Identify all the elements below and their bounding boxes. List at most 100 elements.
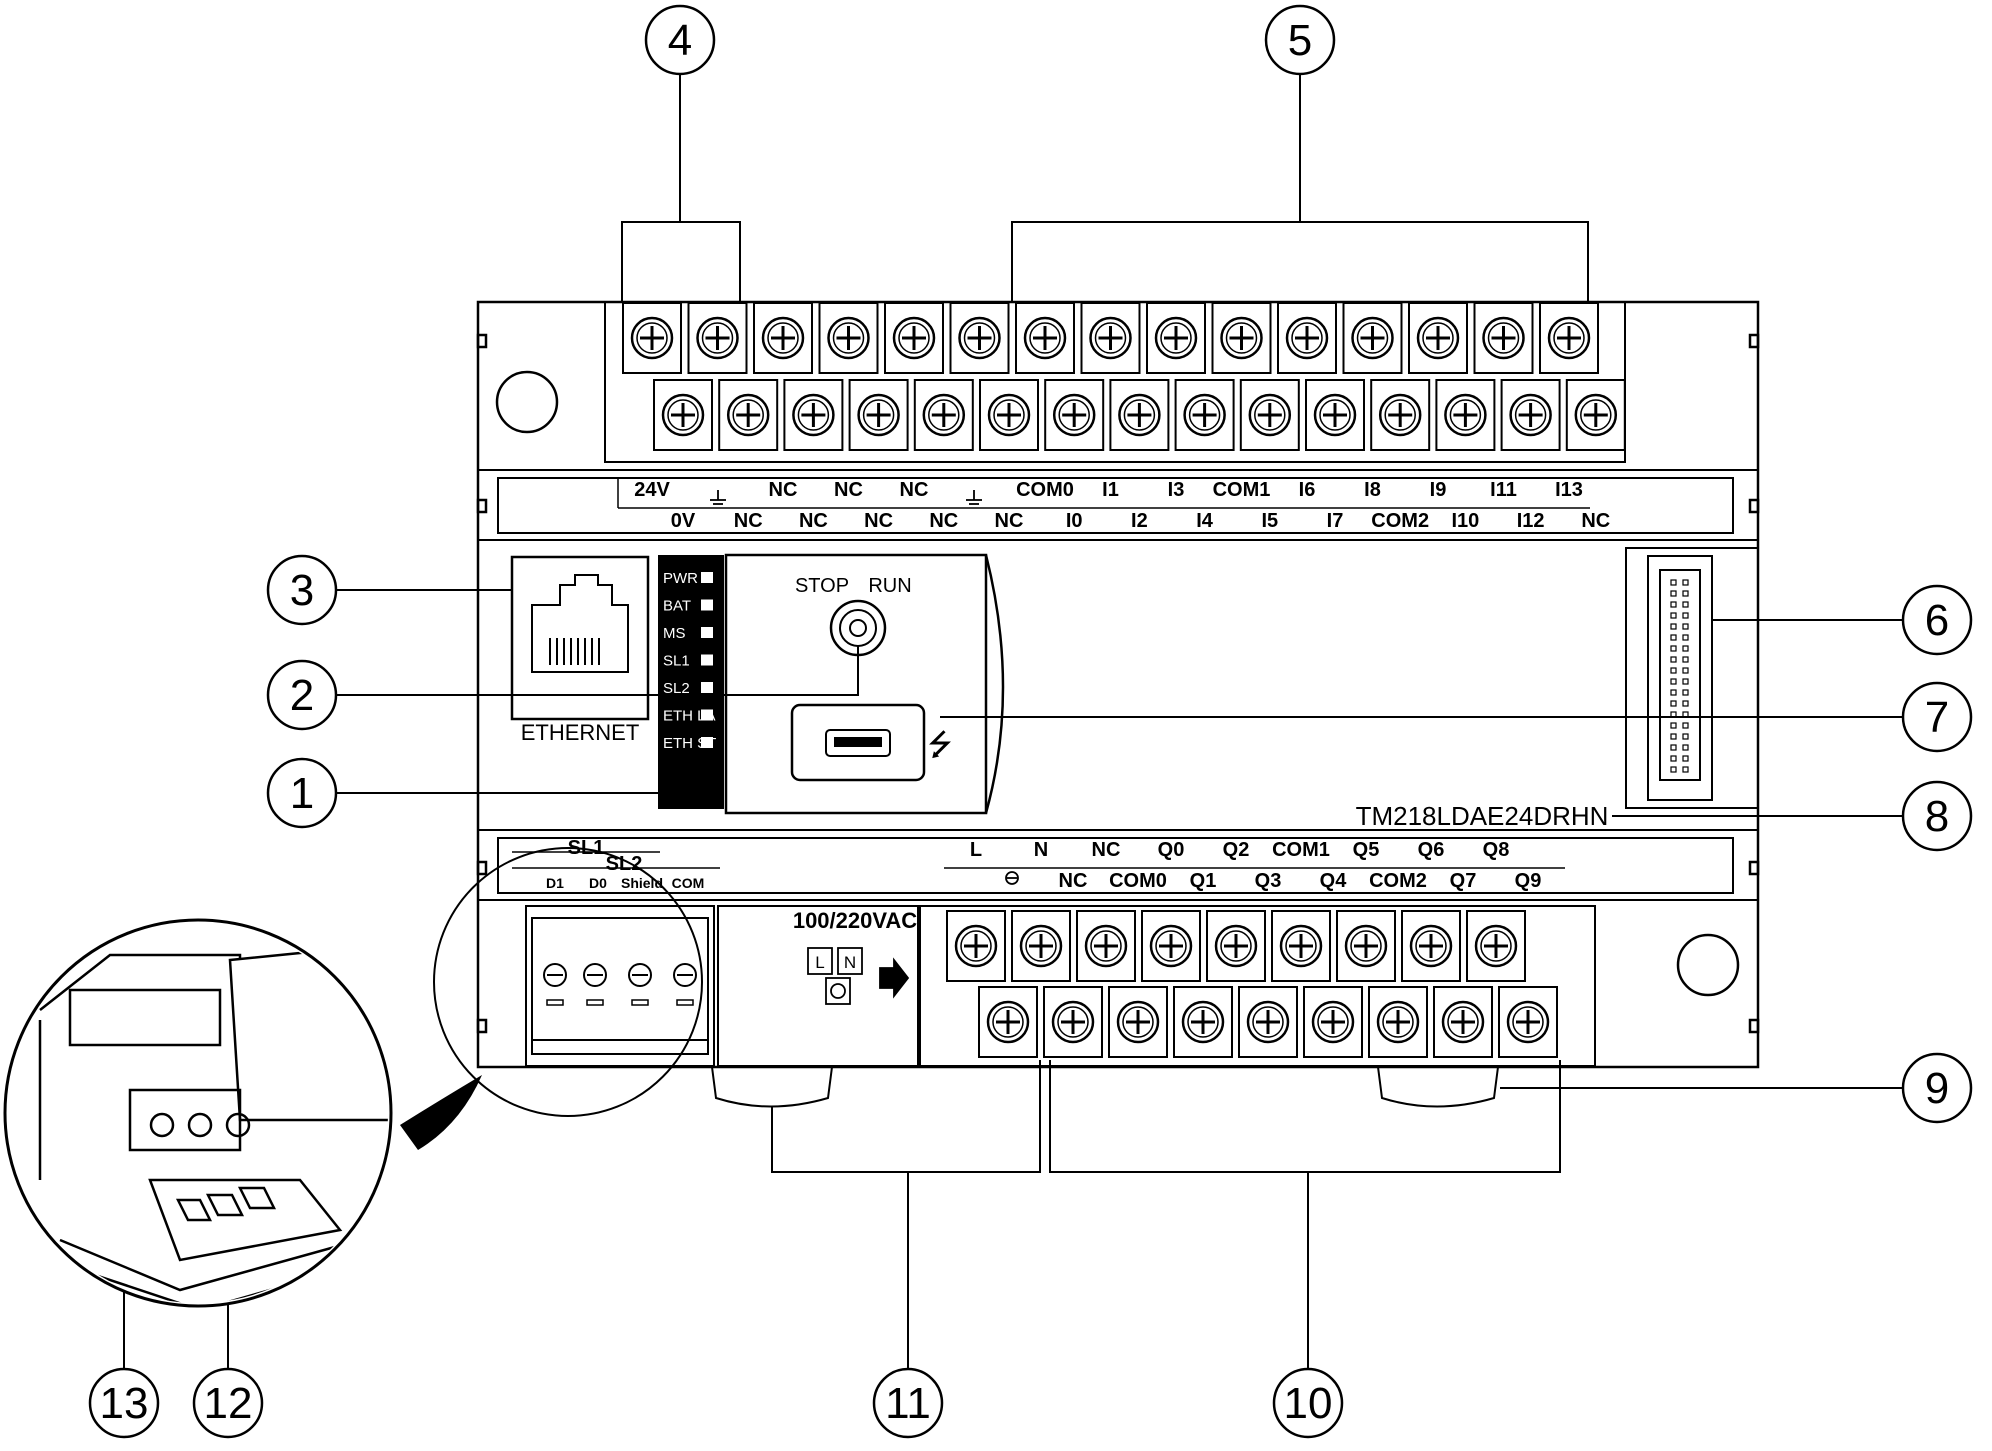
ethernet-port[interactable] [510, 555, 650, 721]
leader-lines [123, 70, 1904, 1368]
serial-screw[interactable] [583, 963, 607, 1006]
terminal-screw[interactable] [1342, 302, 1403, 374]
terminal-label: NC [799, 510, 828, 532]
terminal-label: I0 [1066, 510, 1083, 532]
terminal-screw[interactable] [1368, 986, 1428, 1058]
terminal-screw[interactable] [946, 910, 1006, 982]
terminal-screw[interactable] [1080, 302, 1141, 374]
terminal-label: I6 [1299, 479, 1316, 501]
connector-pin [1670, 678, 1677, 685]
terminal-label: Q8 [1483, 839, 1510, 861]
serial-pin-label: Shield [621, 875, 663, 891]
serial-screw[interactable] [673, 963, 697, 1006]
terminal-screw[interactable] [1076, 910, 1136, 982]
terminal-screw[interactable] [718, 379, 779, 451]
terminal-screw[interactable] [913, 379, 974, 451]
terminal-screw[interactable] [1109, 379, 1170, 451]
terminal-label: NC [929, 510, 958, 532]
terminal-screw[interactable] [687, 302, 748, 374]
run-stop-switch[interactable] [829, 599, 887, 657]
callout-number: 8 [1925, 792, 1949, 841]
connector-pin [1670, 744, 1677, 751]
terminal-screw[interactable] [949, 302, 1010, 374]
terminal-screw[interactable] [1239, 379, 1300, 451]
serial-screw[interactable] [628, 963, 652, 1006]
terminal-screw[interactable] [1500, 379, 1561, 451]
terminal-screw[interactable] [1539, 302, 1599, 374]
terminal-screw[interactable] [1238, 986, 1298, 1058]
terminal-screw[interactable] [818, 302, 879, 374]
terminal-label: COM2 [1371, 510, 1429, 532]
terminal-screw[interactable] [1305, 379, 1365, 451]
terminal-label: I1 [1102, 479, 1119, 501]
terminal-screw[interactable] [1173, 986, 1233, 1058]
terminal-screw[interactable] [1433, 986, 1493, 1058]
terminal-screw[interactable] [1146, 302, 1206, 374]
expansion-connector[interactable] [1625, 547, 1759, 809]
led-label: BAT [663, 598, 691, 615]
callout-number: 1 [290, 769, 314, 818]
terminal-screw[interactable] [783, 379, 844, 451]
serial-screw[interactable] [543, 963, 567, 1006]
terminal-screw[interactable] [1303, 986, 1363, 1058]
led-indicator [701, 599, 713, 611]
terminal-screw[interactable] [1174, 379, 1235, 451]
terminal-screw[interactable] [1498, 986, 1558, 1058]
terminal-label: I3 [1168, 479, 1185, 501]
terminal-label: NC [834, 479, 863, 501]
connector-pin [1682, 689, 1689, 696]
terminal-screw[interactable] [653, 379, 713, 451]
connector-pin [1682, 634, 1689, 641]
terminal-screw[interactable] [1466, 910, 1526, 982]
terminal-label: I4 [1196, 510, 1214, 532]
run-label: RUN [868, 575, 911, 597]
model-number: TM218LDAE24DRHN [1356, 801, 1609, 831]
callout-number: 6 [1925, 596, 1949, 645]
terminal-screw[interactable] [1435, 379, 1496, 451]
terminal-label: NC [995, 510, 1024, 532]
terminal-screw[interactable] [1043, 986, 1103, 1058]
terminal-screw[interactable] [1370, 379, 1431, 451]
terminal-label: I2 [1131, 510, 1148, 532]
terminal-screw[interactable] [1277, 302, 1337, 374]
terminal-screw[interactable] [1206, 910, 1266, 982]
connector-pin [1682, 744, 1689, 751]
power-n-label: N [844, 953, 856, 972]
power-l-label: L [815, 953, 824, 972]
terminal-screw[interactable] [979, 379, 1039, 451]
terminal-label: Q0 [1158, 839, 1185, 861]
terminal-screw[interactable] [1015, 302, 1075, 374]
terminal-screw[interactable] [1141, 910, 1201, 982]
callout-number: 5 [1288, 16, 1312, 65]
terminal-screw[interactable] [1565, 379, 1626, 451]
terminal-screw[interactable] [1044, 379, 1105, 451]
terminal-label: COM1 [1213, 479, 1271, 501]
callout-7: 7 [1901, 681, 1973, 753]
terminal-screw[interactable] [978, 986, 1038, 1058]
usb-mini-port[interactable] [790, 703, 926, 782]
connector-pin [1670, 579, 1677, 586]
terminal-screw[interactable] [622, 302, 682, 374]
terminal-screw[interactable] [1271, 910, 1331, 982]
connector-pin [1682, 623, 1689, 630]
terminal-label: L [970, 839, 982, 861]
terminal-screw[interactable] [1408, 302, 1468, 374]
callout-number: 11 [885, 1379, 931, 1428]
terminal-label: NC [769, 479, 798, 501]
terminal-screw[interactable] [1211, 302, 1272, 374]
terminal-screw[interactable] [1473, 302, 1534, 374]
terminal-screw[interactable] [1401, 910, 1461, 982]
connector-pin [1670, 601, 1677, 608]
terminal-screw[interactable] [848, 379, 909, 451]
terminal-screw[interactable] [753, 302, 813, 374]
connector-pin [1682, 678, 1689, 685]
connector-pin [1682, 711, 1689, 718]
terminal-screw[interactable] [1108, 986, 1168, 1058]
callout-3: 3 [266, 554, 338, 626]
terminal-screw[interactable] [1336, 910, 1396, 982]
terminal-screw[interactable] [1011, 910, 1071, 982]
terminal-screw[interactable] [884, 302, 944, 374]
terminal-label: NC [900, 479, 929, 501]
